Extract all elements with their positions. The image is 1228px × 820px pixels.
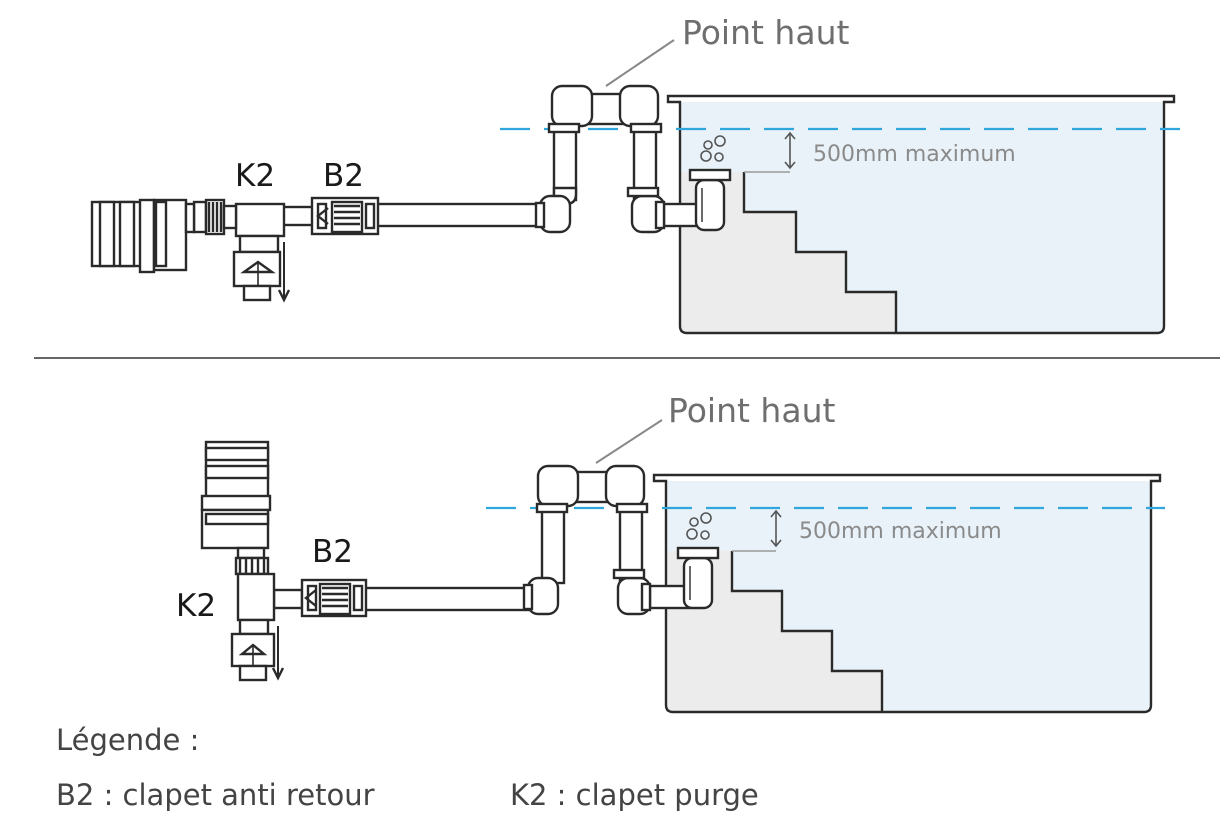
b2-label: B2	[323, 158, 364, 194]
legend-k2-entry: K2 : clapet purge	[510, 778, 759, 812]
check-valve-b2	[300, 578, 368, 618]
depth-dimension-arrow	[744, 131, 796, 173]
purge-valve-k2	[230, 572, 285, 682]
high-point-label: Point haut	[668, 391, 835, 430]
high-point-label: Point haut	[682, 13, 849, 52]
purge-valve-k2	[232, 202, 291, 303]
gooseneck-pipe	[534, 84, 732, 234]
pool-basin	[652, 473, 1162, 714]
high-point-leader	[605, 39, 675, 87]
high-point-leader	[595, 419, 663, 464]
depth-label: 500mm maximum	[799, 519, 1002, 544]
bubbles-icon	[700, 135, 726, 162]
k2-label: K2	[235, 158, 275, 194]
bubbles-icon	[686, 512, 712, 540]
check-valve-b2	[310, 196, 380, 236]
pipe-union	[234, 556, 270, 576]
pipe-union	[192, 198, 238, 236]
depth-label: 500mm maximum	[813, 142, 1016, 167]
pump-icon	[90, 198, 196, 274]
pump-icon	[200, 440, 272, 560]
gooseneck-pipe	[522, 464, 720, 616]
k2-label: K2	[176, 588, 216, 624]
legend-title: Légende :	[56, 723, 200, 757]
b2-label: B2	[312, 534, 353, 570]
pool-basin	[666, 94, 1176, 335]
depth-dimension-arrow	[732, 509, 782, 552]
panel-bottom: 500mm maximum Point haut	[176, 391, 1165, 714]
legend-b2-entry: B2 : clapet anti retour	[56, 778, 375, 812]
panel-top: 500mm maximum Point haut	[90, 13, 1180, 335]
